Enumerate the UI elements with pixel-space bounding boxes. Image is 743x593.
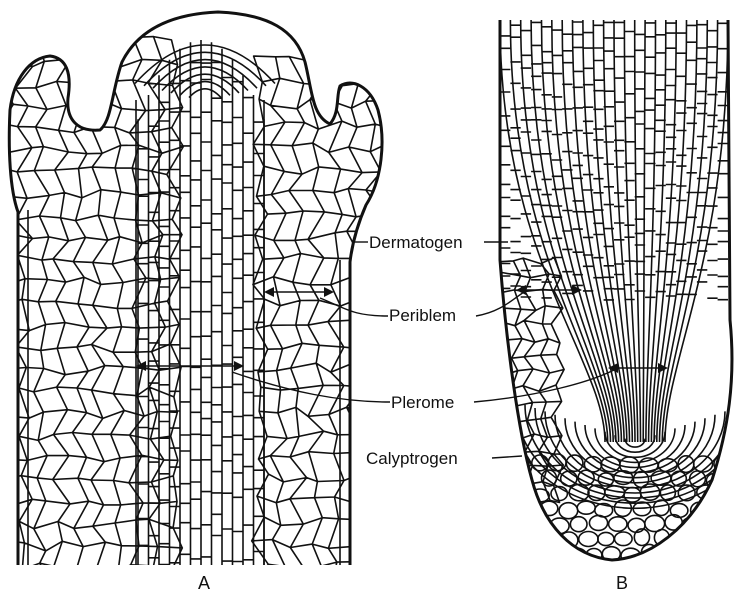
label-periblem: Periblem — [389, 306, 456, 325]
label-plerome: Plerome — [391, 393, 454, 412]
arrow-periblem-b — [516, 285, 582, 295]
leader-calyptrogen — [492, 456, 522, 458]
panel-a-cells — [0, 36, 438, 593]
panel-b-drawing — [496, 20, 743, 563]
leader-periblem-a — [320, 298, 388, 316]
panel-a-drawing — [0, 12, 438, 593]
panel-label-b: B — [616, 573, 628, 593]
panel-label-a: A — [198, 573, 210, 593]
arrow-plerome-b — [608, 363, 668, 373]
label-calyptrogen: Calyptrogen — [366, 449, 458, 468]
arrow-periblem-a — [264, 287, 334, 297]
label-dermatogen: Dermatogen — [369, 233, 463, 252]
